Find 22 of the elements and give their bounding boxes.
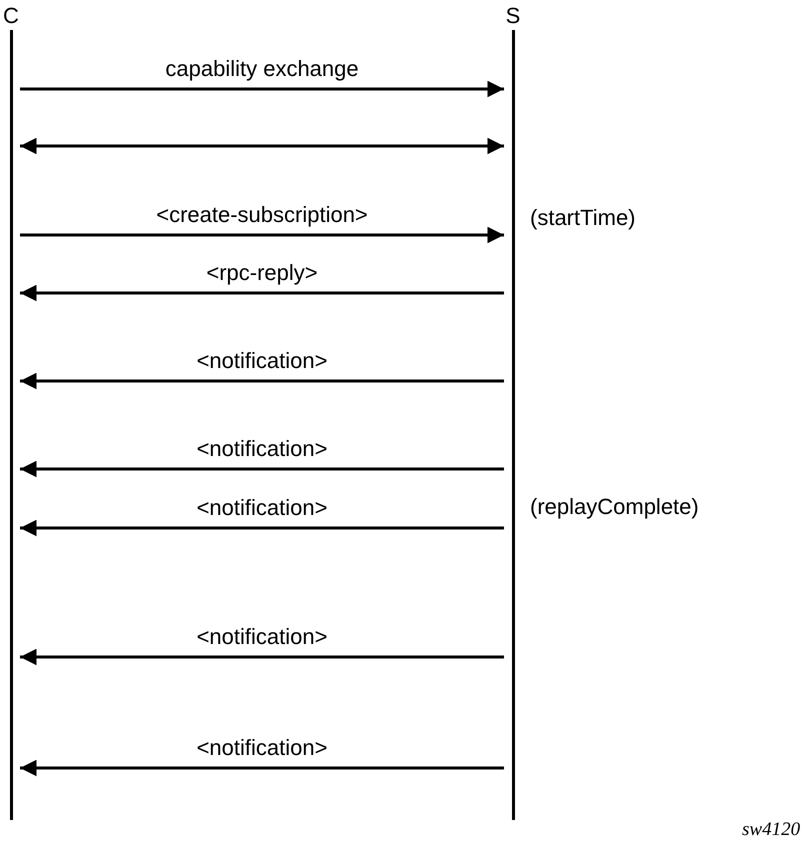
- figure-id: sw4120: [742, 818, 800, 842]
- arrow: [20, 138, 504, 154]
- arrow: [20, 284, 504, 302]
- annotation: (startTime): [530, 204, 636, 232]
- arrow: [20, 520, 504, 536]
- edge-label: <notification>: [196, 495, 328, 521]
- edge-label: <notification>: [196, 624, 328, 650]
- arrow: [20, 648, 504, 666]
- edge-label: <notification>: [196, 348, 328, 374]
- arrow: [20, 80, 504, 98]
- lifeline-label: S: [506, 2, 520, 30]
- arrow: [20, 460, 504, 478]
- edge-label: <create-subscription>: [156, 202, 368, 228]
- arrow: [20, 372, 504, 390]
- lifeline-label: C: [3, 2, 19, 30]
- arrow: [20, 226, 504, 244]
- edge-label: <rpc-reply>: [206, 260, 318, 286]
- annotation: (replayComplete): [530, 493, 699, 521]
- edge-label: <notification>: [196, 436, 328, 462]
- edge-label: capability exchange: [165, 56, 359, 82]
- arrow: [20, 760, 504, 776]
- edge-label: <notification>: [196, 735, 328, 761]
